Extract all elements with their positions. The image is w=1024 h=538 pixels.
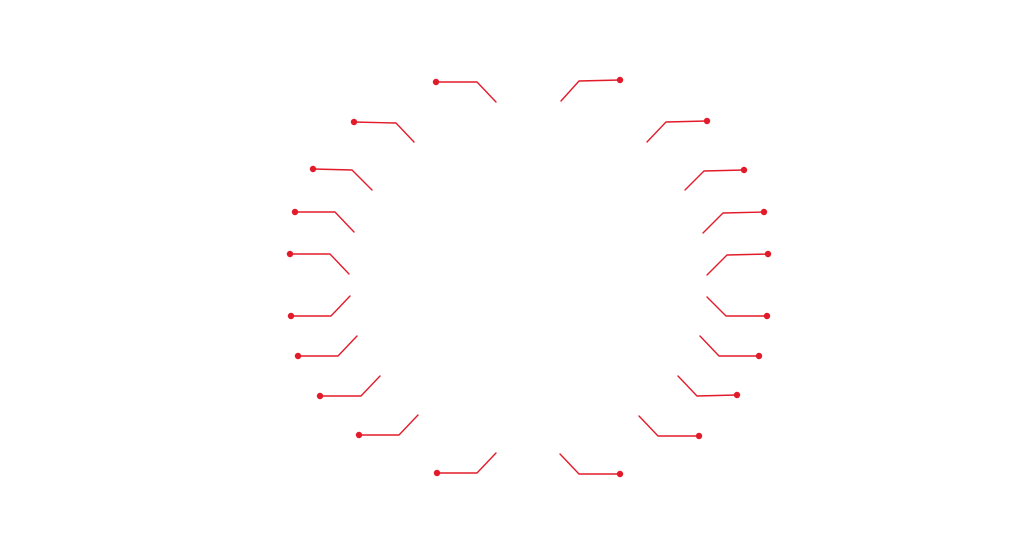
callout-dot [740, 166, 748, 174]
callout-left-9 [355, 414, 419, 439]
callout-left-1 [432, 78, 497, 103]
callout-dot [291, 208, 299, 216]
callout-dot [703, 117, 711, 125]
callout-left-10 [433, 452, 497, 477]
callout-dot [286, 250, 294, 258]
callout-left-3 [309, 165, 373, 191]
callout-left-7 [294, 335, 358, 360]
callout-dot [355, 431, 363, 439]
leader-line [289, 253, 350, 275]
leader-line [436, 452, 497, 474]
leader-line [294, 211, 355, 233]
leader-line [353, 121, 415, 143]
callout-right-12 [646, 117, 711, 143]
callout-dot [309, 165, 317, 173]
leader-line [699, 335, 760, 357]
callout-right-18 [677, 375, 741, 399]
callout-right-13 [684, 166, 748, 191]
callout-dot [755, 352, 763, 360]
callout-right-16 [706, 296, 771, 320]
callout-right-14 [702, 208, 768, 234]
callout-right-17 [699, 335, 763, 360]
leader-line [312, 168, 373, 191]
leader-line [358, 414, 419, 436]
callout-right-19 [638, 415, 703, 440]
callout-left-6 [287, 295, 351, 320]
callout-dot [316, 392, 324, 400]
callout-dot [760, 208, 768, 216]
leader-line [706, 253, 769, 276]
callout-dot [764, 250, 772, 258]
callout-right-11 [560, 76, 624, 102]
callout-dot [287, 312, 295, 320]
callout-dot [695, 432, 703, 440]
callout-left-4 [291, 208, 355, 233]
leader-line [702, 211, 765, 234]
callout-right-20 [559, 453, 624, 478]
callout-left-8 [316, 375, 381, 400]
callout-dot [432, 78, 440, 86]
leader-line [677, 375, 738, 397]
callout-left-2 [350, 118, 415, 143]
leader-line [435, 81, 497, 103]
leader-line [297, 335, 358, 357]
leader-line [559, 453, 621, 475]
callout-left-5 [286, 250, 350, 275]
leader-line [560, 79, 621, 102]
leader-line [646, 120, 708, 143]
callout-right-15 [706, 250, 772, 276]
callout-dot [763, 312, 771, 320]
leader-line [638, 415, 700, 437]
leader-line [684, 169, 745, 191]
callout-dot [294, 352, 302, 360]
callout-dot [433, 469, 441, 477]
callout-dot [616, 470, 624, 478]
leader-line [290, 295, 351, 317]
callout-dot [616, 76, 624, 84]
leader-line [706, 296, 768, 317]
callout-dot [350, 118, 358, 126]
leader-line [319, 375, 381, 397]
callout-dot [733, 391, 741, 399]
